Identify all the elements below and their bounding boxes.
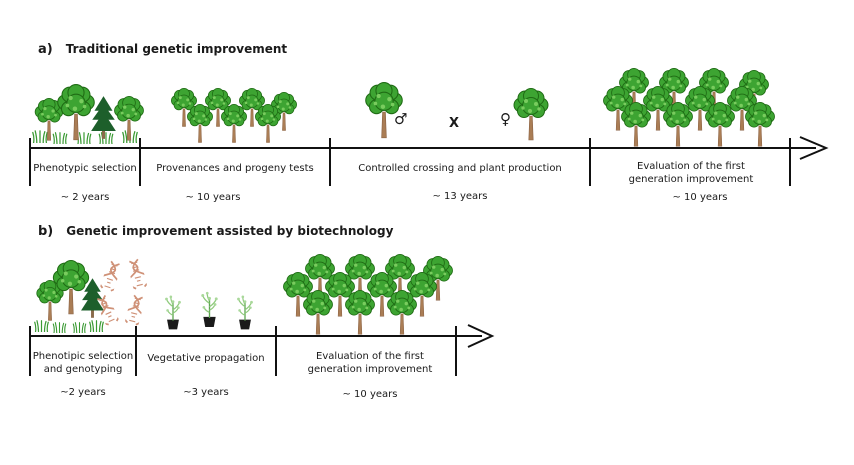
female-symbol: ♀	[500, 110, 511, 128]
phase-label-a1: Phenotypic selection	[33, 163, 137, 174]
cross-symbol: X	[449, 116, 460, 131]
tree-icon	[513, 88, 549, 141]
section-a-header: a) Traditional genetic improvement	[38, 42, 287, 57]
arrowhead-icon	[467, 324, 495, 348]
phase-label-b3: Evaluation of the first generation impro…	[307, 351, 433, 375]
section-a-label: a)	[38, 42, 53, 57]
male-symbol: ♂	[394, 110, 408, 128]
conifer-icon	[91, 96, 116, 139]
section-b-label: b)	[38, 224, 54, 239]
year-label-b3: ~ 10 years	[342, 389, 398, 400]
phase-label-b2: Vegetative propagation	[147, 353, 265, 364]
section-a-title: Traditional genetic improvement	[65, 42, 288, 56]
year-label-b1: ~2 years	[60, 387, 106, 398]
dna-icon	[99, 258, 123, 294]
tree-icon	[57, 84, 95, 141]
year-label-b2: ~3 years	[183, 387, 229, 398]
dna-icon	[126, 258, 148, 292]
year-label-a3: ~ 13 years	[432, 191, 488, 202]
arrowhead-icon	[799, 136, 829, 160]
timeline-b	[29, 324, 495, 376]
dna-group	[96, 258, 148, 328]
year-label-a4: ~ 10 years	[672, 192, 728, 203]
year-label-a2: ~ 10 years	[185, 192, 241, 203]
phase-label-b1: Phenotipic selection and genotyping	[32, 351, 134, 375]
phase-label-a2: Provenances and progeny tests	[156, 163, 314, 174]
tree-icon	[52, 260, 90, 315]
phase-label-a4: Evaluation of the first generation impro…	[628, 161, 754, 185]
phase-label-a3: Controlled crossing and plant production	[358, 163, 562, 174]
year-label-a1: ~ 2 years	[60, 192, 110, 203]
section-b-title: Genetic improvement assisted by biotechn…	[66, 224, 394, 238]
section-b-header: b) Genetic improvement assisted by biote…	[38, 224, 393, 239]
timeline-a	[29, 136, 829, 186]
